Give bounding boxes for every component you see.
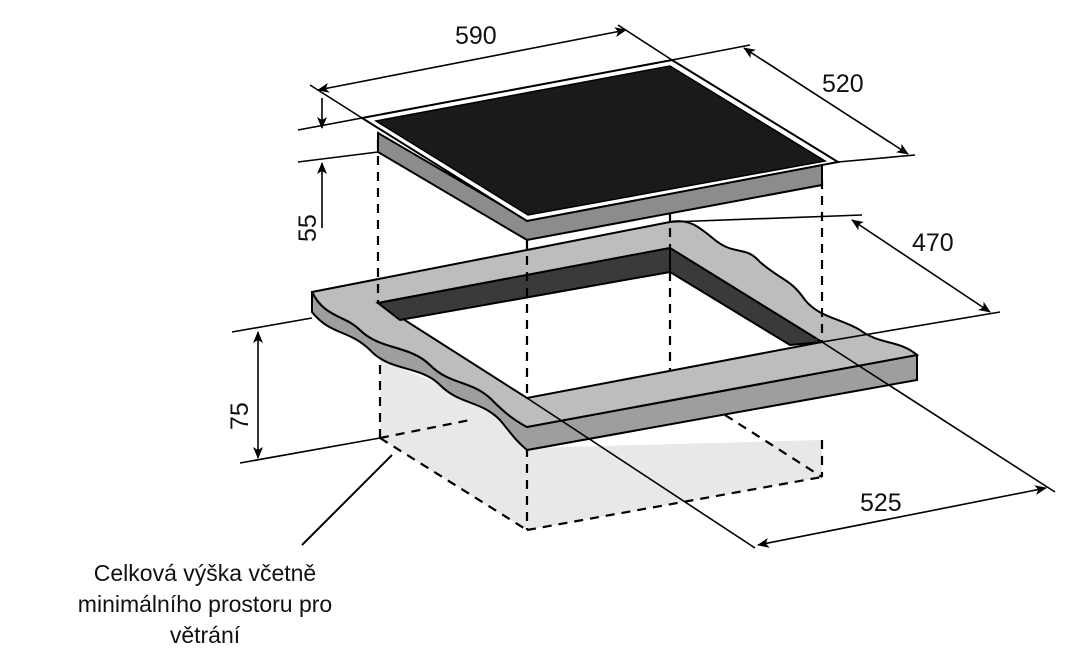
dimension-cutout-height: 75 xyxy=(226,317,381,464)
ext-line-55-bottom xyxy=(297,151,379,163)
hob-projection-lines xyxy=(376,140,824,398)
dim-line-520 xyxy=(743,47,909,155)
ventilation-caption: Celková výška včetně minimálního prostor… xyxy=(40,558,370,651)
dim-label-470: 470 xyxy=(912,229,954,257)
ext-line-525-right xyxy=(821,341,1056,493)
dimension-cutout-depth: 470 xyxy=(669,214,1001,343)
ext-line-520-bottom xyxy=(837,154,916,163)
cutout-wall-right xyxy=(669,246,826,347)
ext-line-520-top xyxy=(671,44,751,61)
ext-line-525-left xyxy=(526,397,756,549)
ext-line-55-top xyxy=(297,117,363,131)
box-edge-back-right-bottom xyxy=(724,414,823,478)
ext-line-470-top xyxy=(669,214,863,223)
dim-label-55: 55 xyxy=(294,214,322,242)
dimension-cutout-width: 525 xyxy=(526,341,1056,549)
worktop-front-lip xyxy=(526,354,918,428)
ext-line-75-top xyxy=(231,317,313,333)
caption-line-1: Celková výška včetně xyxy=(93,560,317,586)
dim-line-525 xyxy=(757,485,1047,548)
caption-line-3: větrání xyxy=(169,622,241,648)
box-edge-front-left-bottom xyxy=(379,437,528,531)
dim-line-470 xyxy=(851,219,991,313)
ext-line-75-bottom xyxy=(239,437,381,464)
ventilation-space xyxy=(378,360,824,532)
dimension-hob-height: 55 xyxy=(294,98,379,242)
hob xyxy=(359,58,841,242)
caption-line-2: minimálního prostoru pro xyxy=(77,591,333,617)
dim-line-590 xyxy=(317,27,627,93)
caption-leader-line xyxy=(301,454,393,546)
dim-label-590: 590 xyxy=(455,22,497,50)
dimension-hob-width: 590 xyxy=(309,22,673,119)
dim-label-520: 520 xyxy=(822,70,864,98)
dim-label-525: 525 xyxy=(860,489,902,517)
ext-line-590-left xyxy=(309,84,363,119)
box-edge-front-bottom xyxy=(526,475,823,532)
dimension-hob-depth: 520 xyxy=(671,44,916,163)
ventilation-box-fill xyxy=(380,360,822,530)
ext-line-590-right xyxy=(617,24,673,61)
dim-label-75: 75 xyxy=(226,402,254,430)
ext-line-470-bottom xyxy=(821,311,1001,343)
